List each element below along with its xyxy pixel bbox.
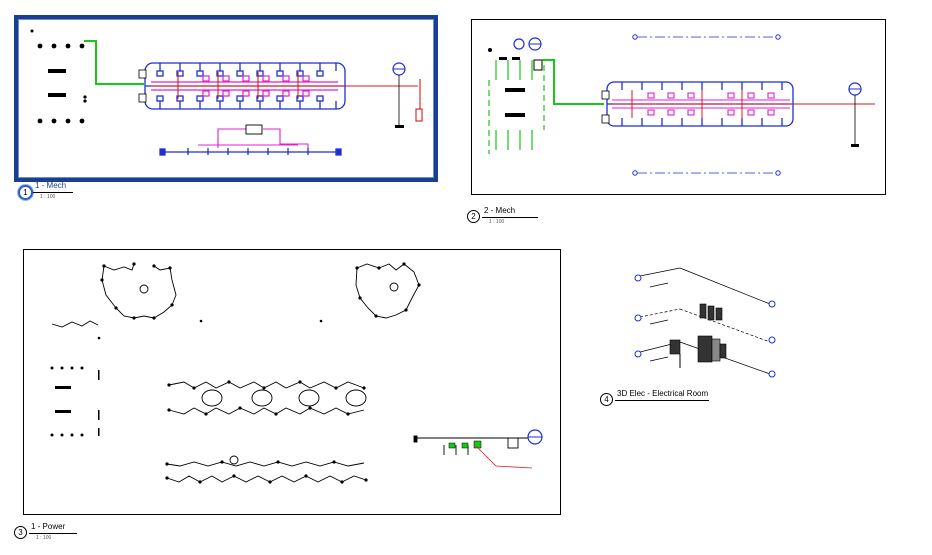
view-number-badge: 4 xyxy=(600,393,613,406)
view-name-label: 1 - Mech xyxy=(35,181,67,190)
viewport-4-3d-elec[interactable] xyxy=(620,262,780,382)
view-title-underline xyxy=(482,217,538,218)
view-title-1[interactable]: 1 1 - Mech 1 : 100 xyxy=(18,181,78,203)
viewport-2-mech[interactable] xyxy=(471,19,886,195)
view-name-label: 1 - Power xyxy=(31,522,66,531)
view-title-underline xyxy=(615,400,709,401)
view-name-label: 3D Elec - Electrical Room xyxy=(617,389,709,398)
view-name-label: 2 - Mech xyxy=(484,206,516,215)
view-scale-label: 1 : 100 xyxy=(36,535,52,541)
view-title-2[interactable]: 2 2 - Mech 1 : 100 xyxy=(467,206,542,228)
view-number-badge: 1 xyxy=(18,185,33,200)
viewport-3-power[interactable] xyxy=(23,249,561,515)
viewport-1-mech[interactable] xyxy=(14,15,438,182)
view-title-underline xyxy=(33,192,73,193)
power-plan-drawing xyxy=(50,262,543,484)
view-title-3[interactable]: 3 1 - Power 1 : 100 xyxy=(14,522,77,544)
view-title-4[interactable]: 4 3D Elec - Electrical Room xyxy=(600,389,720,411)
view-number-badge: 2 xyxy=(467,210,480,223)
view-scale-label: 1 : 100 xyxy=(40,194,56,200)
mech-plan-2-drawing xyxy=(488,34,875,176)
view-scale-label: 1 : 100 xyxy=(489,219,505,225)
view-title-underline xyxy=(29,533,77,534)
mech-plan-1-drawing xyxy=(30,29,423,156)
view-number-badge: 3 xyxy=(14,526,27,539)
3d-electrical-room-drawing xyxy=(634,267,776,378)
